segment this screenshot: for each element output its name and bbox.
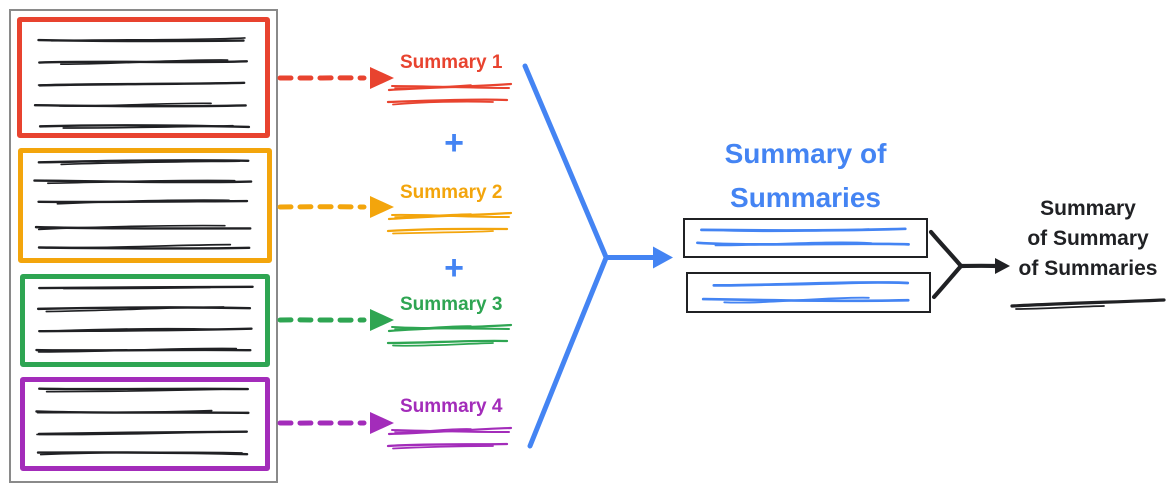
- summary-3-scribble: [386, 323, 513, 347]
- final-summary-scribble: [1010, 298, 1166, 310]
- title-line-1: Summary of: [724, 138, 887, 169]
- summary-1-scribble: [386, 82, 513, 106]
- summary-of-summaries-box-1: [683, 218, 928, 258]
- dashed-arrow-1: [277, 67, 394, 89]
- final-line-2: of Summary: [1027, 227, 1149, 250]
- dashed-arrow-3: [277, 309, 394, 331]
- summary-2-label: Summary 2: [400, 182, 503, 203]
- blue-converge-arrow: [522, 63, 673, 449]
- dashed-arrow-2: [277, 196, 394, 218]
- final-line-3: of Summaries: [1018, 257, 1158, 280]
- summary-1-label: Summary 1: [400, 52, 503, 73]
- doc-chunk-box-4: [20, 377, 270, 471]
- summary-4-label: Summary 4: [400, 396, 503, 417]
- summary-4-scribble: [386, 426, 513, 450]
- summary-3-label: Summary 3: [400, 294, 503, 315]
- dashed-arrow-4: [277, 412, 394, 434]
- summary-of-summaries-title: Summary of Summaries: [688, 132, 923, 220]
- doc-chunk-box-3: [20, 274, 270, 367]
- final-line-1: Summary: [1040, 197, 1136, 220]
- final-summary-label: Summary of Summary of Summaries: [1008, 194, 1168, 284]
- title-line-2: Summaries: [730, 182, 881, 213]
- plus-sign-1: +: [444, 124, 464, 162]
- summary-2-scribble: [386, 211, 513, 235]
- black-converge-arrow: [928, 229, 1010, 300]
- doc-chunk-box-2: [18, 148, 272, 263]
- plus-sign-2: +: [444, 249, 464, 287]
- doc-chunk-box-1: [17, 17, 270, 138]
- summary-of-summaries-box-2: [686, 272, 931, 313]
